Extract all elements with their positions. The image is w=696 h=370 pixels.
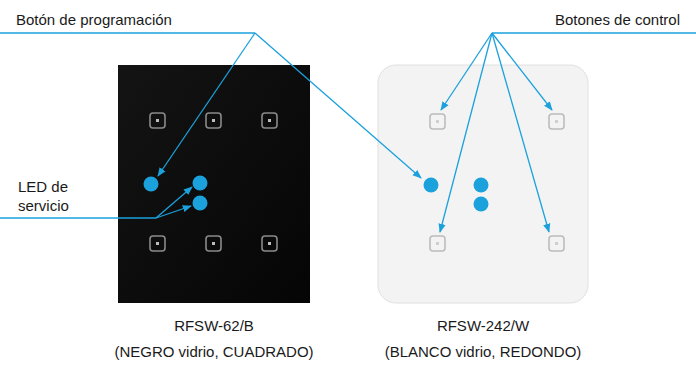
model-description: (NEGRO vidrio, CUADRADO) <box>112 342 315 361</box>
leader-lines <box>0 33 696 232</box>
callout-label: LED de servicio <box>16 177 84 215</box>
black-panel <box>118 65 310 303</box>
white-panel <box>378 65 588 303</box>
model-name: RFSW-62/B <box>172 316 256 335</box>
callout-label: Botón de programación <box>14 10 174 29</box>
model-description: (BLANCO vidrio, REDONDO) <box>383 342 584 361</box>
callout-label: Botones de control <box>553 10 682 29</box>
model-name: RFSW-242/W <box>435 316 531 335</box>
